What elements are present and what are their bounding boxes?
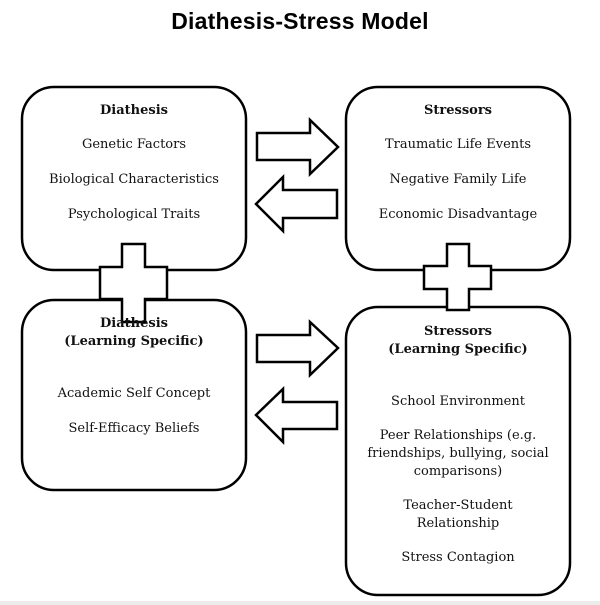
stressors-learning-box-content: Stressors (Learning Specific) School Env… (361, 323, 555, 567)
stressors-learning-heading: Stressors (424, 324, 492, 339)
stressors-item: Economic Disadvantage (378, 207, 538, 222)
diathesis-learning-subheading: (Learning Specific) (64, 334, 204, 349)
right-arrow-icon (255, 117, 340, 177)
stressors-learning-item: Stress Contagion (401, 550, 515, 565)
diathesis-item: Biological Characteristics (49, 172, 219, 187)
left-arrow-icon (254, 173, 339, 235)
stressors-learning-item: Peer Relationships (e.g. friendships, bu… (367, 428, 549, 479)
plus-connector-left (98, 242, 169, 324)
diathesis-item: Psychological Traits (67, 207, 201, 222)
bottom-edge (0, 601, 600, 605)
stressors-learning-item: School Environment (391, 394, 525, 409)
diathesis-learning-item: Self-Efficacy Beliefs (68, 421, 200, 436)
diathesis-box-content: Diathesis Genetic Factors Biological Cha… (22, 102, 246, 224)
right-arrow-icon (255, 319, 340, 378)
diathesis-learning-box-content: Diathesis (Learning Specific) Academic S… (22, 315, 246, 438)
diathesis-item: Genetic Factors (81, 137, 187, 152)
left-arrow-icon (254, 386, 339, 446)
stressors-learning-item: Teacher-Student Relationship (403, 498, 513, 531)
stressors-item: Traumatic Life Events (384, 137, 532, 152)
diathesis-learning-heading: Diathesis (100, 316, 168, 331)
stressors-item: Negative Family Life (389, 172, 527, 187)
stressors-learning-subheading: (Learning Specific) (388, 342, 528, 357)
diagram-title: Diathesis-Stress Model (171, 8, 429, 34)
stressors-box-content: Stressors Traumatic Life Events Negative… (346, 102, 570, 224)
stressors-heading: Stressors (424, 103, 492, 118)
diathesis-learning-item: Academic Self Concept (57, 386, 211, 401)
plus-connector-right (422, 242, 493, 312)
diathesis-heading: Diathesis (100, 103, 168, 118)
